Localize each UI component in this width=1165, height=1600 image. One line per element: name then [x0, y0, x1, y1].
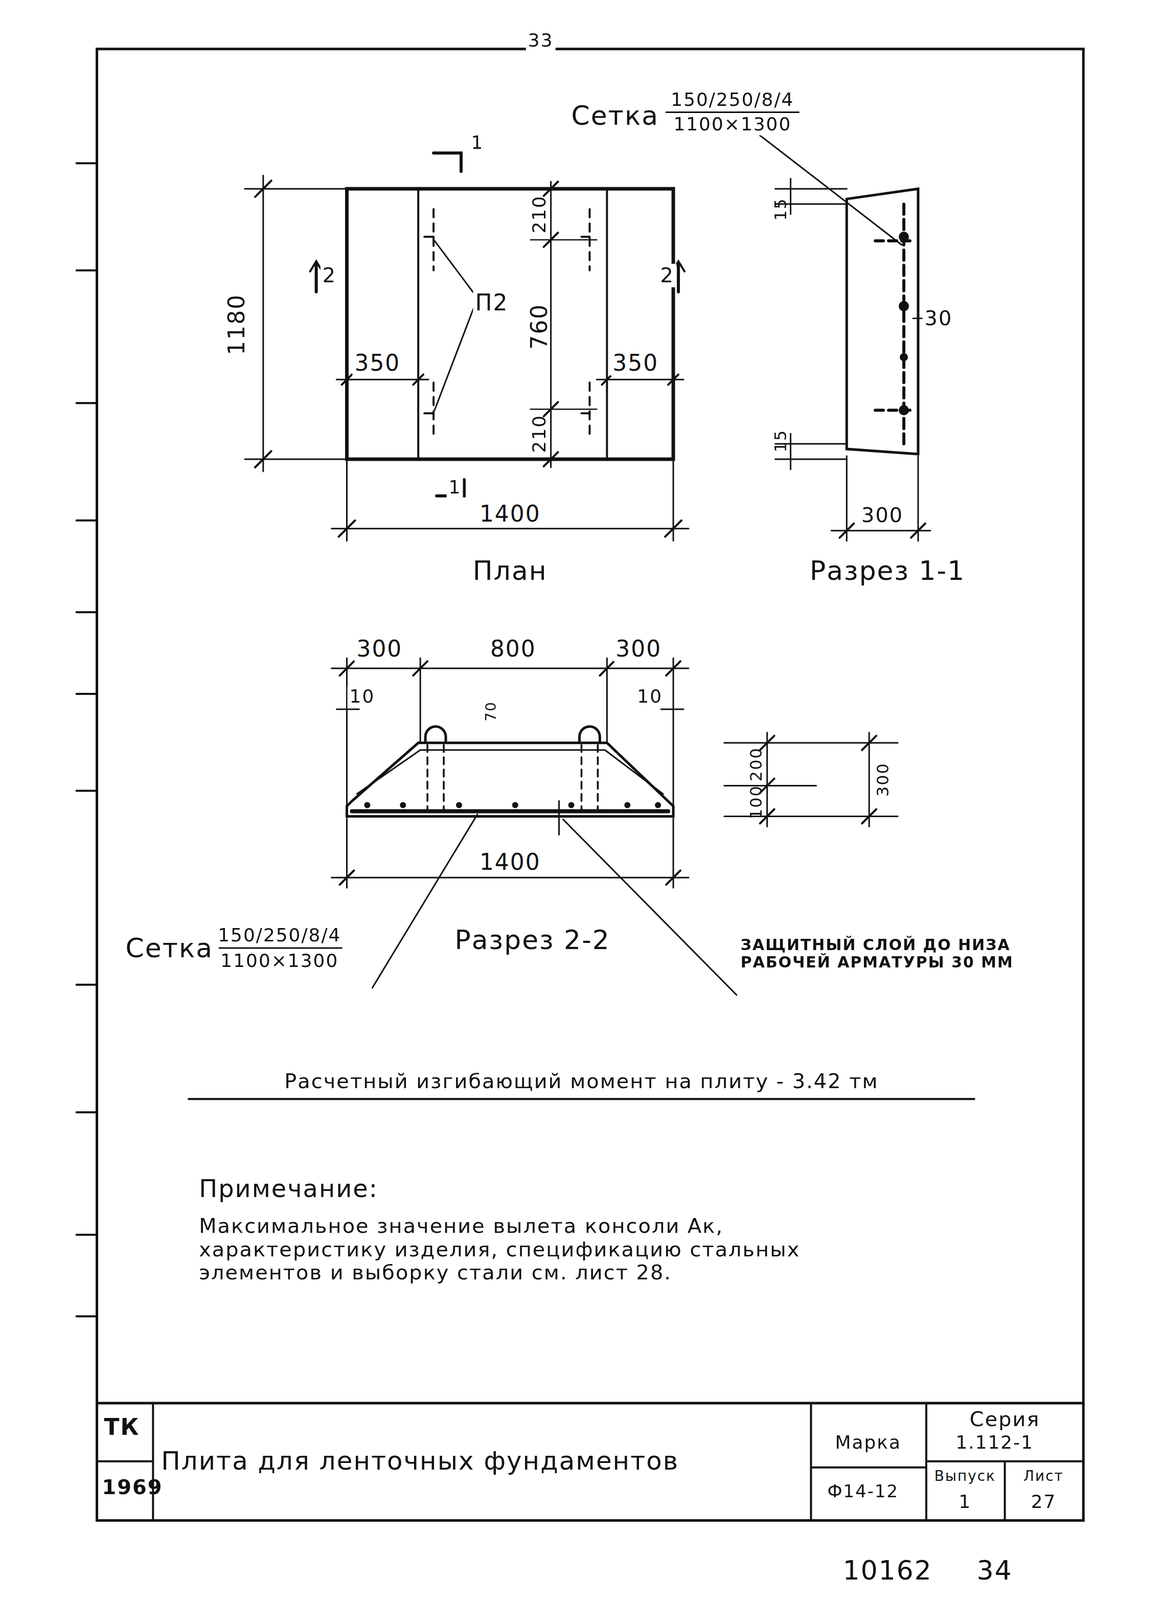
drawing-label: 300 [354, 635, 405, 662]
drawing-label: 300 [859, 503, 906, 528]
drawing-label: 30 [922, 306, 955, 331]
drawing-label: П2 [472, 289, 511, 316]
drawing-label: 2 [320, 263, 339, 288]
drawing-label: Расчетный изгибающий момент на плиту - 3… [282, 1069, 881, 1093]
drawing-label: 760 [526, 303, 553, 350]
drawing-label: 150/250/8/4 [215, 924, 344, 946]
drawing-label: 2 [657, 263, 676, 288]
drawing-label: 1100×1300 [218, 950, 341, 972]
drawing-label: 15 [771, 429, 791, 453]
drawing-label: 210 [529, 414, 551, 453]
drawing-label: 1969 [102, 1475, 164, 1499]
drawing-label: 1 [469, 132, 487, 154]
drawing-label: 34 [974, 1555, 1015, 1587]
title-block-name: Плита для ленточных фундаментов [161, 1446, 679, 1476]
drawing-label: 1.112-1 [953, 1431, 1036, 1453]
drawing-label: 1100×1300 [671, 113, 794, 135]
drawing-label: Максимальное значение вылета консоли Ак,… [198, 1214, 893, 1285]
drawing-label: 10 [347, 686, 378, 707]
drawing-label: 70 [482, 700, 499, 722]
drawing-label: 210 [529, 195, 551, 234]
drawing-label: 350 [352, 350, 403, 376]
drawing-label: 100 [747, 784, 767, 819]
drawing-label: 150/250/8/4 [668, 89, 796, 111]
drawing-label: 10162 [840, 1555, 935, 1587]
drawing-label: 800 [488, 635, 539, 662]
drawing-label: Серия [967, 1407, 1043, 1431]
drawing-label: 1400 [477, 849, 543, 875]
drawing-label: 1180 [223, 293, 250, 356]
drawing-label: План [470, 556, 550, 587]
drawing-label: 15 [771, 197, 791, 221]
drawing-label: 350 [610, 350, 661, 376]
drawing-label: 1 [446, 476, 464, 498]
drawing-label: Выпуск [932, 1467, 998, 1484]
drawing-label: Разрез 1-1 [807, 556, 968, 587]
drawing-label: Ф14-12 [825, 1481, 901, 1502]
drawing-label: 10 [634, 686, 665, 707]
drawing-label: ТК [104, 1413, 141, 1440]
drawing-label: Сетка [569, 101, 661, 132]
drawing-label: Марка [833, 1431, 904, 1453]
drawing-label: 200 [747, 746, 767, 782]
drawing-label: 1 [956, 1491, 974, 1513]
drawing-label: 300 [613, 635, 664, 662]
drawing-label: Сетка [123, 933, 216, 965]
drawing-label: ЗАЩИТНЫЙ СЛОЙ ДО НИЗА РАБОЧЕЙ АРМАТУРЫ 3… [740, 936, 1068, 972]
drawing-label: 27 [1029, 1491, 1059, 1513]
drawing-label: 1400 [477, 501, 543, 528]
drawing-label: 300 [874, 762, 894, 797]
drawing-label: 33 [526, 30, 556, 52]
drawing-label: Примечание: [198, 1175, 379, 1204]
drawing-label: Разрез 2-2 [452, 925, 613, 956]
drawing-label: Лист [1021, 1467, 1066, 1484]
